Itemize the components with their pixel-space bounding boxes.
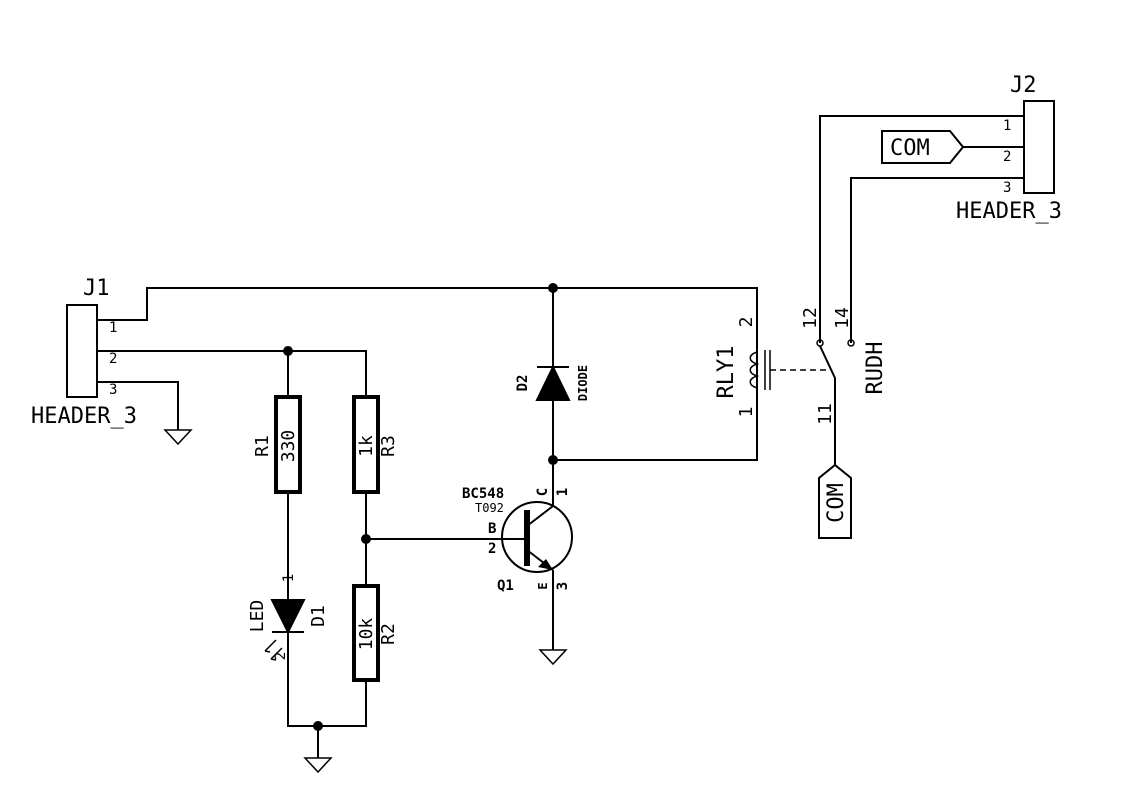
ground-symbol <box>163 429 193 446</box>
ground-icon <box>303 757 333 774</box>
com-label-shape <box>818 463 852 539</box>
q1-emitter-arrow-icon <box>538 559 553 570</box>
rly1-pin-14: 14 <box>832 307 853 329</box>
j1-pin-3: 3 <box>109 382 117 398</box>
r2-value: 10k <box>356 618 377 651</box>
q1-value: BC548 <box>462 486 504 502</box>
diode-d2[interactable]: D2 DIODE <box>515 364 590 401</box>
junction-dot <box>313 721 323 731</box>
d1-value: LED <box>247 600 268 633</box>
j1-ref: J1 <box>83 276 110 301</box>
transistor-q1[interactable]: BC548 T092 B 2 C 1 E 3 Q1 <box>462 486 573 594</box>
j2-value: HEADER_3 <box>956 199 1062 224</box>
diode-triangle <box>535 364 571 401</box>
wire-relay14-j2 <box>850 177 1024 343</box>
relay-switch-arm <box>819 345 836 379</box>
q1-pin-c: C <box>535 488 551 496</box>
j1-value: HEADER_3 <box>31 404 137 429</box>
q1-ref: Q1 <box>497 578 514 594</box>
led-triangle <box>270 599 306 635</box>
junction-dot <box>361 534 371 544</box>
r1-body <box>274 395 302 494</box>
rly1-pin-11: 11 <box>815 403 836 425</box>
led-light-arrows-icon <box>264 639 283 661</box>
r1-ref: R1 <box>252 435 273 457</box>
q1-package: T092 <box>475 501 504 515</box>
com-label-text: COM <box>890 136 930 161</box>
d1-pin-2: 2 <box>273 652 289 660</box>
rly1-pin-12: 12 <box>800 307 821 329</box>
j1-body <box>66 304 98 398</box>
q1-pin-b-num: 2 <box>488 541 496 557</box>
wires <box>98 115 1024 758</box>
rly1-ref: RLY1 <box>714 346 739 399</box>
q1-collector-lead <box>526 505 554 527</box>
r2-body <box>352 584 380 682</box>
wire-j1-pin3-gnd <box>98 381 179 430</box>
ground-icon <box>538 649 568 666</box>
net-label-com-j2[interactable]: COM <box>881 130 965 164</box>
r3-value: 1k <box>356 435 377 457</box>
ground-symbol <box>303 757 333 774</box>
connector-j2[interactable]: J2 HEADER_3 1 2 3 <box>956 73 1062 224</box>
j2-body <box>1023 100 1055 194</box>
q1-pin-b: B <box>488 521 496 537</box>
junctions <box>283 283 558 731</box>
resistor-r3[interactable]: 1k R3 <box>352 395 399 494</box>
j1-pin-2: 2 <box>109 351 117 367</box>
junction-dot <box>283 346 293 356</box>
wire-collector-coil <box>553 396 758 461</box>
resistor-r1[interactable]: R1 330 <box>252 395 302 494</box>
led-d1[interactable]: 1 2 LED D1 <box>247 574 329 661</box>
ground-symbol <box>538 649 568 666</box>
junction-dot <box>548 455 558 465</box>
d2-value: DIODE <box>576 365 590 401</box>
q1-body-circle <box>501 501 573 573</box>
j2-pin-2: 2 <box>1003 149 1011 165</box>
r1-value: 330 <box>278 430 299 463</box>
d1-ref: D1 <box>308 605 329 627</box>
ground-icon <box>163 429 193 446</box>
r3-body <box>352 395 380 494</box>
relay-rly1[interactable]: RLY1 2 1 12 14 11 RUDH <box>714 307 888 425</box>
resistor-r2[interactable]: 10k R2 <box>352 584 399 682</box>
d1-pin-1: 1 <box>281 574 297 582</box>
j2-pin-1: 1 <box>1003 118 1011 134</box>
wire-vcc-rail <box>98 287 758 350</box>
r3-ref: R3 <box>378 435 399 457</box>
j1-pin-1: 1 <box>109 320 117 336</box>
r2-ref: R2 <box>378 623 399 645</box>
com-label-text: COM <box>824 483 849 523</box>
connector-j1[interactable]: J1 HEADER_3 1 2 3 <box>31 276 137 429</box>
j2-ref: J2 <box>1010 73 1037 98</box>
j2-pin-3: 3 <box>1003 180 1011 196</box>
q1-pin-e-num: 3 <box>555 582 571 590</box>
junction-dot <box>548 283 558 293</box>
net-label-com-relay[interactable]: COM <box>818 463 852 539</box>
wire-j1-pin2 <box>98 350 367 397</box>
rly1-coil-pin-2: 2 <box>736 317 757 328</box>
relay-coil-icon <box>749 351 760 389</box>
d2-ref: D2 <box>515 375 531 392</box>
rly1-value: RUDH <box>863 342 888 395</box>
q1-pin-e: E <box>536 582 550 589</box>
com-label-shape <box>881 130 965 164</box>
wire-led-gnd <box>287 632 367 727</box>
relay-contact-14 <box>847 339 855 347</box>
q1-pin-c-num: 1 <box>555 488 571 496</box>
rly1-coil-pin-1: 1 <box>736 407 757 418</box>
wire-relay12-j2 <box>819 115 1024 343</box>
